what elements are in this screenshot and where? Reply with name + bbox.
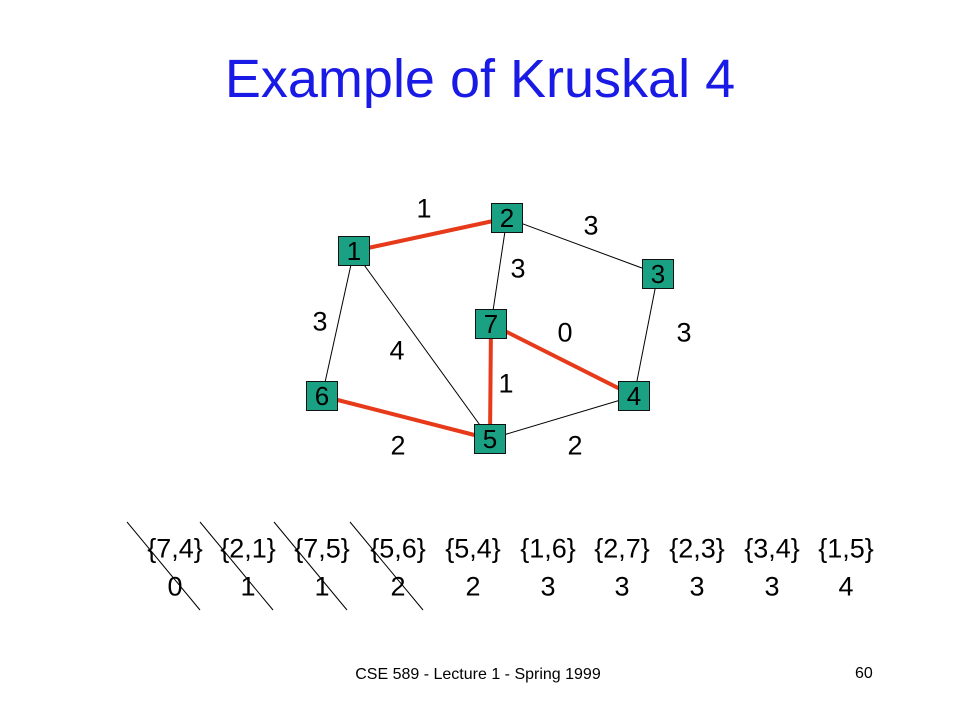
edge-6-5 — [321, 394, 491, 441]
cross-out-line-0 — [126, 521, 201, 611]
sorted-weight-9: 4 — [838, 571, 854, 602]
slide-footer: CSE 589 - Lecture 1 - Spring 1999 — [355, 666, 601, 683]
sorted-weight-0: 0 — [167, 571, 183, 602]
edge-2-7 — [490, 217, 508, 325]
sorted-edge-7: {2,3} — [669, 533, 725, 564]
edge-weight-3-4: 3 — [676, 317, 692, 348]
sorted-edge-1: {2,1} — [220, 533, 276, 564]
sorted-weight-2: 1 — [314, 571, 330, 602]
sorted-weight-8: 3 — [764, 571, 780, 602]
edge-weight-7-5: 1 — [498, 368, 514, 399]
sorted-edge-3: {5,6} — [370, 533, 426, 564]
edge-1-6 — [321, 250, 355, 397]
node-4: 4 — [618, 381, 650, 411]
sorted-edge-6: {2,7} — [594, 533, 650, 564]
edge-weight-1-6: 3 — [312, 306, 328, 337]
edge-1-5 — [353, 250, 491, 440]
edge-5-4 — [489, 395, 635, 440]
edge-weight-7-4: 0 — [557, 317, 573, 348]
sorted-edge-4: {5,4} — [445, 533, 501, 564]
node-1: 1 — [338, 236, 370, 266]
edge-weight-2-7: 3 — [510, 253, 526, 284]
sorted-weight-1: 1 — [240, 571, 256, 602]
node-2: 2 — [491, 203, 523, 233]
node-6: 6 — [306, 381, 338, 411]
edge-weight-1-5: 4 — [389, 335, 405, 366]
edge-weight-6-5: 2 — [390, 430, 406, 461]
sorted-weight-4: 2 — [465, 571, 481, 602]
sorted-edge-8: {3,4} — [744, 533, 800, 564]
sorted-weight-5: 3 — [540, 571, 556, 602]
cross-out-line-3 — [349, 521, 424, 611]
edge-1-2 — [353, 216, 508, 253]
node-7: 7 — [475, 309, 507, 339]
edge-7-5 — [488, 323, 493, 440]
sorted-edge-2: {7,5} — [294, 533, 350, 564]
sorted-weight-3: 2 — [390, 571, 406, 602]
cross-out-line-1 — [199, 521, 274, 611]
sorted-weight-7: 3 — [689, 571, 705, 602]
node-3: 3 — [642, 259, 674, 289]
edge-2-3 — [506, 217, 659, 275]
edge-weight-5-4: 2 — [567, 430, 583, 461]
page-number: 60 — [855, 665, 873, 682]
node-5: 5 — [474, 424, 506, 454]
sorted-edge-9: {1,5} — [818, 533, 874, 564]
sorted-edge-0: {7,4} — [147, 533, 203, 564]
slide-title: Example of Kruskal 4 — [224, 49, 736, 109]
sorted-edge-5: {1,6} — [520, 533, 576, 564]
edge-weight-2-3: 3 — [583, 210, 599, 241]
edge-weight-1-2: 1 — [416, 193, 432, 224]
cross-out-line-2 — [273, 521, 348, 611]
edge-3-4 — [633, 273, 659, 397]
edge-7-4 — [490, 322, 635, 398]
sorted-weight-6: 3 — [614, 571, 630, 602]
